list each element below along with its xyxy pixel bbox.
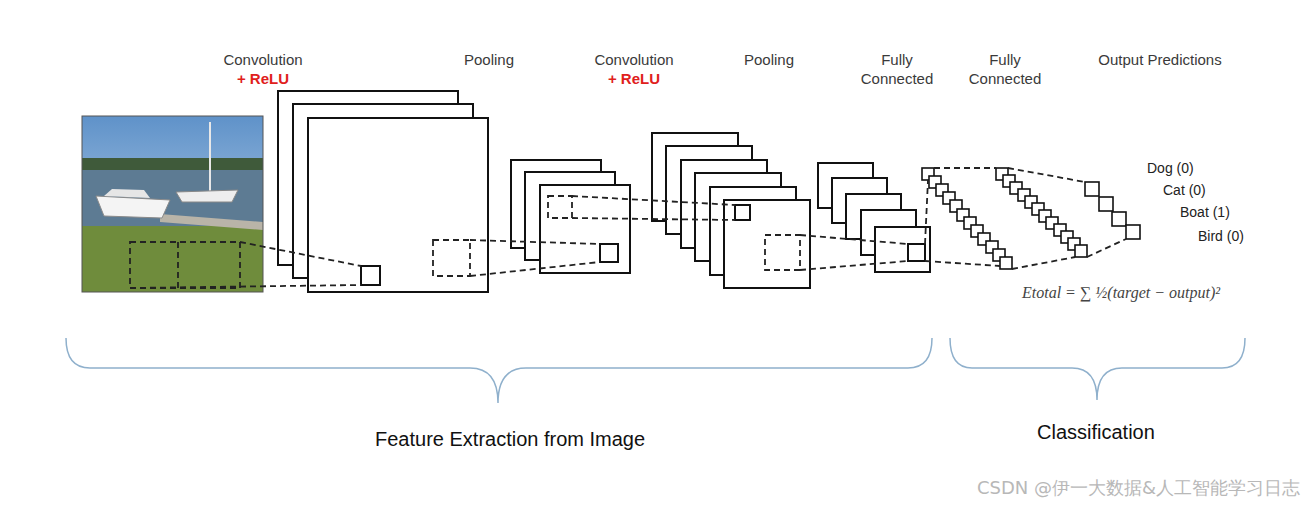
pool2-stack <box>818 163 930 272</box>
dashed-line <box>1087 239 1126 257</box>
neuron <box>1075 245 1087 257</box>
layer-name: Fully Connected <box>957 50 1053 88</box>
class-score: Cat (0) <box>1163 182 1206 198</box>
dashed-line <box>934 167 996 169</box>
pool1-stack <box>511 160 630 273</box>
feature-map <box>308 118 488 292</box>
fc2-neurons <box>996 168 1087 257</box>
section-label: Feature Extraction from Image <box>375 428 645 451</box>
layer-heading: Output Predictions <box>1075 50 1245 69</box>
dashed-line <box>1012 257 1075 269</box>
dashed-window <box>548 196 572 218</box>
photo-border <box>82 116 263 292</box>
layer-name: Output Predictions <box>1075 50 1245 69</box>
watermark: CSDN @伊一大数据&人工智能学习日志 <box>977 476 1300 500</box>
dashed-line <box>177 242 179 288</box>
layer-heading: Convolution+ ReLU <box>193 50 333 88</box>
dashed-line <box>572 196 735 205</box>
dashed-line <box>470 240 600 244</box>
kernel-square <box>600 244 618 262</box>
projection-lines <box>130 168 1126 288</box>
neuron <box>1099 197 1113 211</box>
dashed-line <box>800 261 908 270</box>
dashed-line <box>240 242 361 266</box>
photo-dock <box>160 214 263 230</box>
layer-name: Convolution <box>193 50 333 69</box>
kernel-square <box>908 244 925 261</box>
neuron <box>1085 182 1099 196</box>
photo-sailboat <box>176 190 238 202</box>
activation-name: + ReLU <box>564 69 704 88</box>
dashed-line <box>1008 168 1085 182</box>
class-score: Dog (0) <box>1147 160 1194 176</box>
kernel-square <box>735 205 750 220</box>
dashed-line <box>130 285 361 288</box>
layer-heading: Fully Connected <box>957 50 1053 88</box>
dashed-window <box>130 242 240 288</box>
receptive-fields <box>361 205 925 285</box>
dashed-window <box>433 240 470 276</box>
class-score: Bird (0) <box>1198 228 1244 244</box>
curly-brace <box>950 338 1245 400</box>
activation-name: + ReLU <box>193 69 333 88</box>
curly-brace <box>66 338 932 403</box>
dashed-line <box>800 235 908 244</box>
kernel-square <box>361 266 380 285</box>
layer-name: Pooling <box>719 50 819 69</box>
dashed-line <box>925 180 928 244</box>
dashed-window <box>765 235 800 270</box>
photo-trees <box>82 158 263 170</box>
section-label: Classification <box>1037 421 1155 444</box>
input-photo <box>82 116 263 292</box>
layer-heading: Pooling <box>439 50 539 69</box>
layer-heading: Convolution+ ReLU <box>564 50 704 88</box>
feature-map <box>724 200 810 288</box>
layer-name: Fully Connected <box>849 50 945 88</box>
layer-name: Pooling <box>439 50 539 69</box>
photo-boat-cabin <box>104 189 150 198</box>
conv2-stack <box>652 133 810 288</box>
photo-mast <box>209 122 211 192</box>
loss-formula: Etotal = ∑ ½(target − output)² <box>1022 284 1220 302</box>
dashed-line <box>925 261 1000 266</box>
photo-grass <box>82 226 263 292</box>
layer-heading: Fully Connected <box>849 50 945 88</box>
fc1-neurons <box>922 168 1012 269</box>
feature-map <box>875 227 930 272</box>
dashed-line <box>572 218 735 220</box>
layer-name: Convolution <box>564 50 704 69</box>
output-neurons <box>1085 182 1140 239</box>
class-score: Boat (1) <box>1180 204 1230 220</box>
dashed-line <box>470 262 600 276</box>
photo-sky <box>82 116 263 292</box>
braces <box>66 338 1245 403</box>
neuron <box>1126 225 1140 239</box>
layer-heading: Pooling <box>719 50 819 69</box>
photo-boat <box>96 196 170 218</box>
conv1-stack <box>278 91 488 292</box>
neuron <box>1000 257 1012 269</box>
neuron <box>1112 212 1126 226</box>
